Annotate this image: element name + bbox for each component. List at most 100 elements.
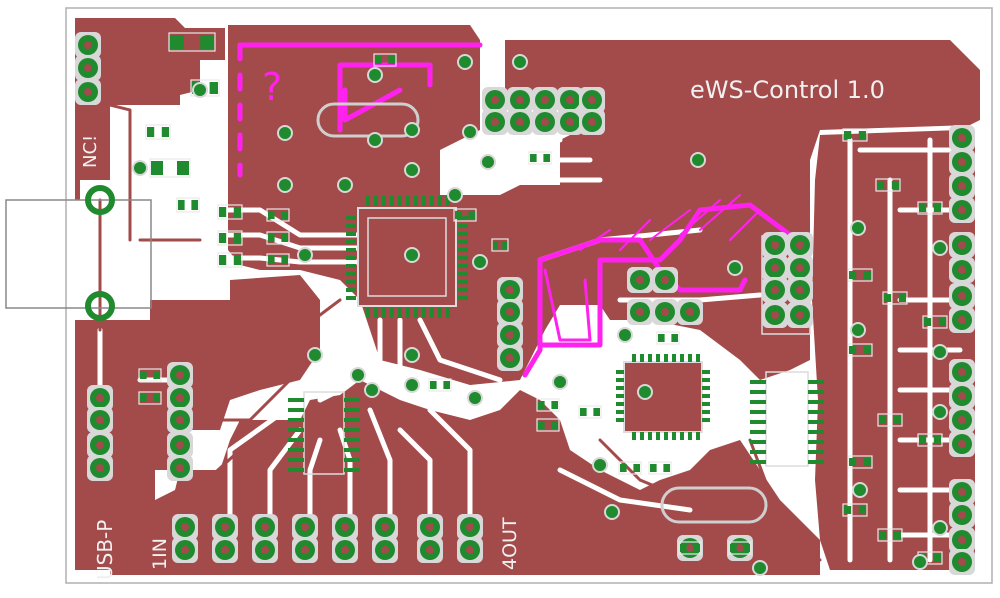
smd-part-15	[453, 208, 477, 222]
chip-pin	[632, 354, 636, 362]
chip-pin	[672, 354, 676, 362]
pad-66	[762, 255, 788, 281]
pad-60	[652, 267, 678, 293]
left-pour	[75, 275, 320, 570]
bottom-pour	[110, 380, 820, 575]
via-35	[852, 482, 868, 498]
chip-pin	[398, 308, 402, 318]
pad-50	[949, 307, 975, 333]
via-19	[350, 367, 366, 383]
chip-pin	[366, 196, 370, 206]
chip-pin	[406, 308, 410, 318]
via-36	[752, 560, 768, 576]
pad-65	[787, 232, 813, 258]
pad-33	[482, 87, 508, 113]
pad-2	[75, 55, 101, 81]
pad-63	[677, 299, 703, 325]
via-12	[512, 54, 528, 70]
via-30	[932, 240, 948, 256]
via-25	[637, 384, 653, 400]
chip-pin	[344, 428, 360, 432]
pad-26	[417, 537, 443, 563]
smd-part-24	[656, 331, 680, 345]
pad-4	[167, 362, 193, 388]
pad-21	[332, 514, 358, 540]
output-label: 4OUT	[499, 517, 521, 570]
smd-part-7	[217, 230, 243, 246]
chip-pin	[702, 378, 710, 382]
pad-9	[87, 385, 113, 411]
chip-pin	[458, 224, 468, 228]
mcu-chip	[346, 196, 468, 318]
chip-pin	[346, 216, 356, 220]
chip-pin	[288, 418, 304, 422]
smd-part-9	[266, 208, 290, 222]
pad-55	[949, 479, 975, 505]
pad-10	[87, 407, 113, 433]
pad-38	[482, 109, 508, 135]
chip-pin	[288, 448, 304, 452]
chip-pin	[648, 354, 652, 362]
pad-49	[949, 283, 975, 309]
chip-pin	[374, 196, 378, 206]
chip-pin	[346, 240, 356, 244]
pad-15	[212, 514, 238, 540]
highlight-route-2	[537, 202, 798, 348]
chip-pin	[750, 390, 766, 394]
pad-62	[627, 299, 653, 325]
pad-3	[75, 79, 101, 105]
chip-pin	[346, 288, 356, 292]
pad-64	[762, 232, 788, 258]
chip-pin	[458, 232, 468, 236]
chip-pin	[390, 196, 394, 206]
via-28	[850, 220, 866, 236]
smd-part-27	[842, 128, 868, 142]
pad-41	[557, 109, 583, 135]
usb-power-label: USB-P	[93, 520, 117, 580]
smd-part-33	[847, 343, 873, 357]
pad-31	[497, 322, 523, 348]
highlight-crystal	[342, 87, 403, 123]
smd-part-39	[842, 503, 868, 517]
chip-pin	[344, 458, 360, 462]
pad-34	[507, 87, 533, 113]
pad-54	[949, 431, 975, 457]
smd-part-3	[145, 124, 171, 140]
question-mark: ?	[262, 65, 282, 109]
usb-chip	[616, 354, 710, 440]
pad-68	[762, 277, 788, 303]
smd-part-10	[266, 231, 290, 245]
chip-pin	[696, 354, 700, 362]
usb-mount-hole-bottom	[85, 291, 115, 321]
pad-45	[949, 173, 975, 199]
chip-pin	[702, 386, 710, 390]
chip-pin	[288, 438, 304, 442]
chip-pin	[664, 354, 668, 362]
via-11	[457, 54, 473, 70]
smd-part-32	[922, 315, 948, 329]
highlight-hatch	[579, 194, 761, 251]
highlight-crystal-top	[337, 62, 433, 133]
chip-pin	[616, 378, 624, 382]
pad-71	[787, 302, 813, 328]
chip-pin	[616, 418, 624, 422]
smd-part-26	[728, 541, 752, 555]
chip-pin	[288, 428, 304, 432]
pad-23	[372, 514, 398, 540]
soic-left	[288, 391, 360, 475]
chip-pin	[680, 354, 684, 362]
via-23	[592, 457, 608, 473]
chip-pin	[346, 272, 356, 276]
via-22	[552, 374, 568, 390]
chip-pin	[648, 432, 652, 440]
chip-pin	[382, 308, 386, 318]
via-27	[727, 260, 743, 276]
chip-pin	[750, 420, 766, 424]
via-1	[132, 160, 148, 176]
pad-16	[212, 537, 238, 563]
via-37	[472, 254, 488, 270]
pad-58	[949, 549, 975, 575]
pad-28	[457, 537, 483, 563]
pad-30	[497, 299, 523, 325]
smd-part-14	[373, 53, 397, 67]
